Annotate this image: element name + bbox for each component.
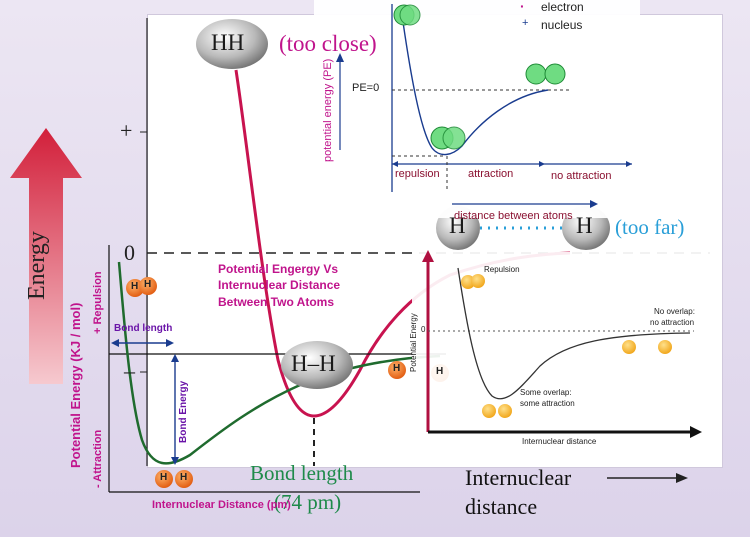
atom-h-d: H — [436, 366, 444, 377]
inset-b-atom-close-2 — [399, 4, 421, 26]
atom-single-c — [388, 361, 406, 379]
atom-pair-a2 — [139, 277, 157, 295]
inset-b-no-attraction: no attraction — [551, 170, 612, 182]
inset-a-attraction-label: - Attraction — [92, 429, 104, 488]
atom-h-b1: H — [160, 472, 168, 483]
tick-label-plus: + — [120, 118, 133, 143]
inset-b-arrow-attraction-r — [539, 161, 545, 167]
inset-b-distance-arrowhead — [590, 200, 598, 208]
inset-b-legend-dot: · — [520, 0, 525, 14]
inset-c-atom-far-2 — [658, 340, 672, 354]
inset-a-y-label: Potential Energy (KJ / mol) — [68, 302, 83, 468]
bond-length-label: Bond length — [250, 461, 354, 485]
inset-b-legend-electron: electron — [541, 0, 584, 14]
inset-b-atom-far-2 — [544, 63, 566, 85]
x-axis-arrow-head — [676, 473, 688, 483]
inset-b-curve — [402, 21, 549, 156]
inset-b-atom-far-1 — [525, 63, 547, 85]
inset-c-some-overlap-2: some attraction — [520, 399, 575, 408]
inset-b-attraction: attraction — [468, 168, 514, 180]
hh-close-sphere — [196, 19, 268, 69]
inset-a-repulsion-label: + Repulsion — [92, 271, 104, 334]
atom-h-a1: H — [131, 281, 139, 292]
inset-c-atom-overlap-2 — [498, 404, 512, 418]
h-far-left-label: H — [449, 213, 466, 238]
tick-label-zero: 0 — [124, 240, 135, 265]
inset-c-repulsion: Repulsion — [484, 265, 520, 274]
hh-bond-label: H–H — [291, 351, 336, 376]
inset-b-legend-plus: + — [522, 17, 529, 29]
atom-h-a2: H — [144, 279, 152, 290]
inset-a-bond-length-label: Bond length — [114, 323, 173, 334]
inset-b-pe-zero: PE=0 — [352, 82, 380, 94]
inset-c-atom-far-1 — [622, 340, 636, 354]
inset-c-some-overlap-1: Some overlap: — [520, 388, 572, 397]
inset-b-arrow-noattr-r — [626, 161, 632, 167]
x-axis-label-line2: distance — [465, 494, 538, 519]
inset-b-arrow-repulsion-l — [392, 161, 398, 167]
inset-b-atom-min-2 — [442, 126, 466, 150]
inset-b-x-label: distance between atoms — [454, 210, 573, 222]
too-close-label: (too close) — [279, 31, 377, 56]
inset-a-bond-energy-label: Bond Energy — [178, 380, 189, 443]
inset-c-x-arrowhead — [690, 426, 702, 438]
atom-h-b2: H — [180, 472, 188, 483]
inset-a-title-line1: Potential Engergy Vs — [218, 262, 339, 276]
bond-length-arrowhead-right — [166, 339, 174, 347]
inset-b-legend-nucleus: nucleus — [541, 18, 583, 32]
inset-c-y-arrowhead — [422, 250, 434, 262]
inset-a-title-line2: Internuclear Distance — [218, 278, 341, 292]
inset-c-zero: 0 — [421, 325, 426, 334]
hh-close-label: HH — [211, 30, 245, 55]
energy-arrow — [10, 128, 82, 384]
inset-b-background — [314, 0, 640, 218]
inset-c-no-overlap-1: No overlap: — [654, 307, 695, 316]
inset-a-title-line3: Between Two Atoms — [218, 295, 335, 309]
bond-energy-arrowhead-bottom — [171, 457, 179, 465]
inset-c-x-label: Internuclear distance — [522, 437, 597, 446]
bond-length-value: (74 pm) — [274, 490, 342, 514]
bond-length-arrowhead-left — [111, 339, 119, 347]
atom-pair-b2 — [175, 470, 193, 488]
too-far-label: (too far) — [615, 215, 685, 239]
inset-c-y-label: Potential Energy — [409, 313, 418, 372]
inset-b-y-label: potential energy (PE) — [322, 58, 334, 162]
inset-a-x-label: Internuclear Distance (pm) — [152, 499, 291, 511]
atom-pair-b1 — [155, 470, 173, 488]
inset-c-background — [412, 252, 710, 454]
inset-c-atom-repulsion-2 — [471, 274, 485, 288]
tick-label-minus: – — [124, 358, 135, 383]
inset-b-repulsion: repulsion — [395, 168, 440, 180]
inset-b-y-arrowhead — [336, 53, 344, 62]
inset-c-no-overlap-2: no attraction — [650, 318, 695, 327]
h-far-right-label: H — [576, 213, 593, 238]
inset-c-curve — [457, 267, 691, 400]
x-axis-label-line1: Internuclear — [465, 465, 572, 490]
inset-c-atom-overlap-1 — [482, 404, 496, 418]
hh-bond-sphere — [281, 341, 353, 389]
atom-h-c: H — [393, 363, 401, 374]
bond-energy-arrowhead-top — [171, 354, 179, 362]
